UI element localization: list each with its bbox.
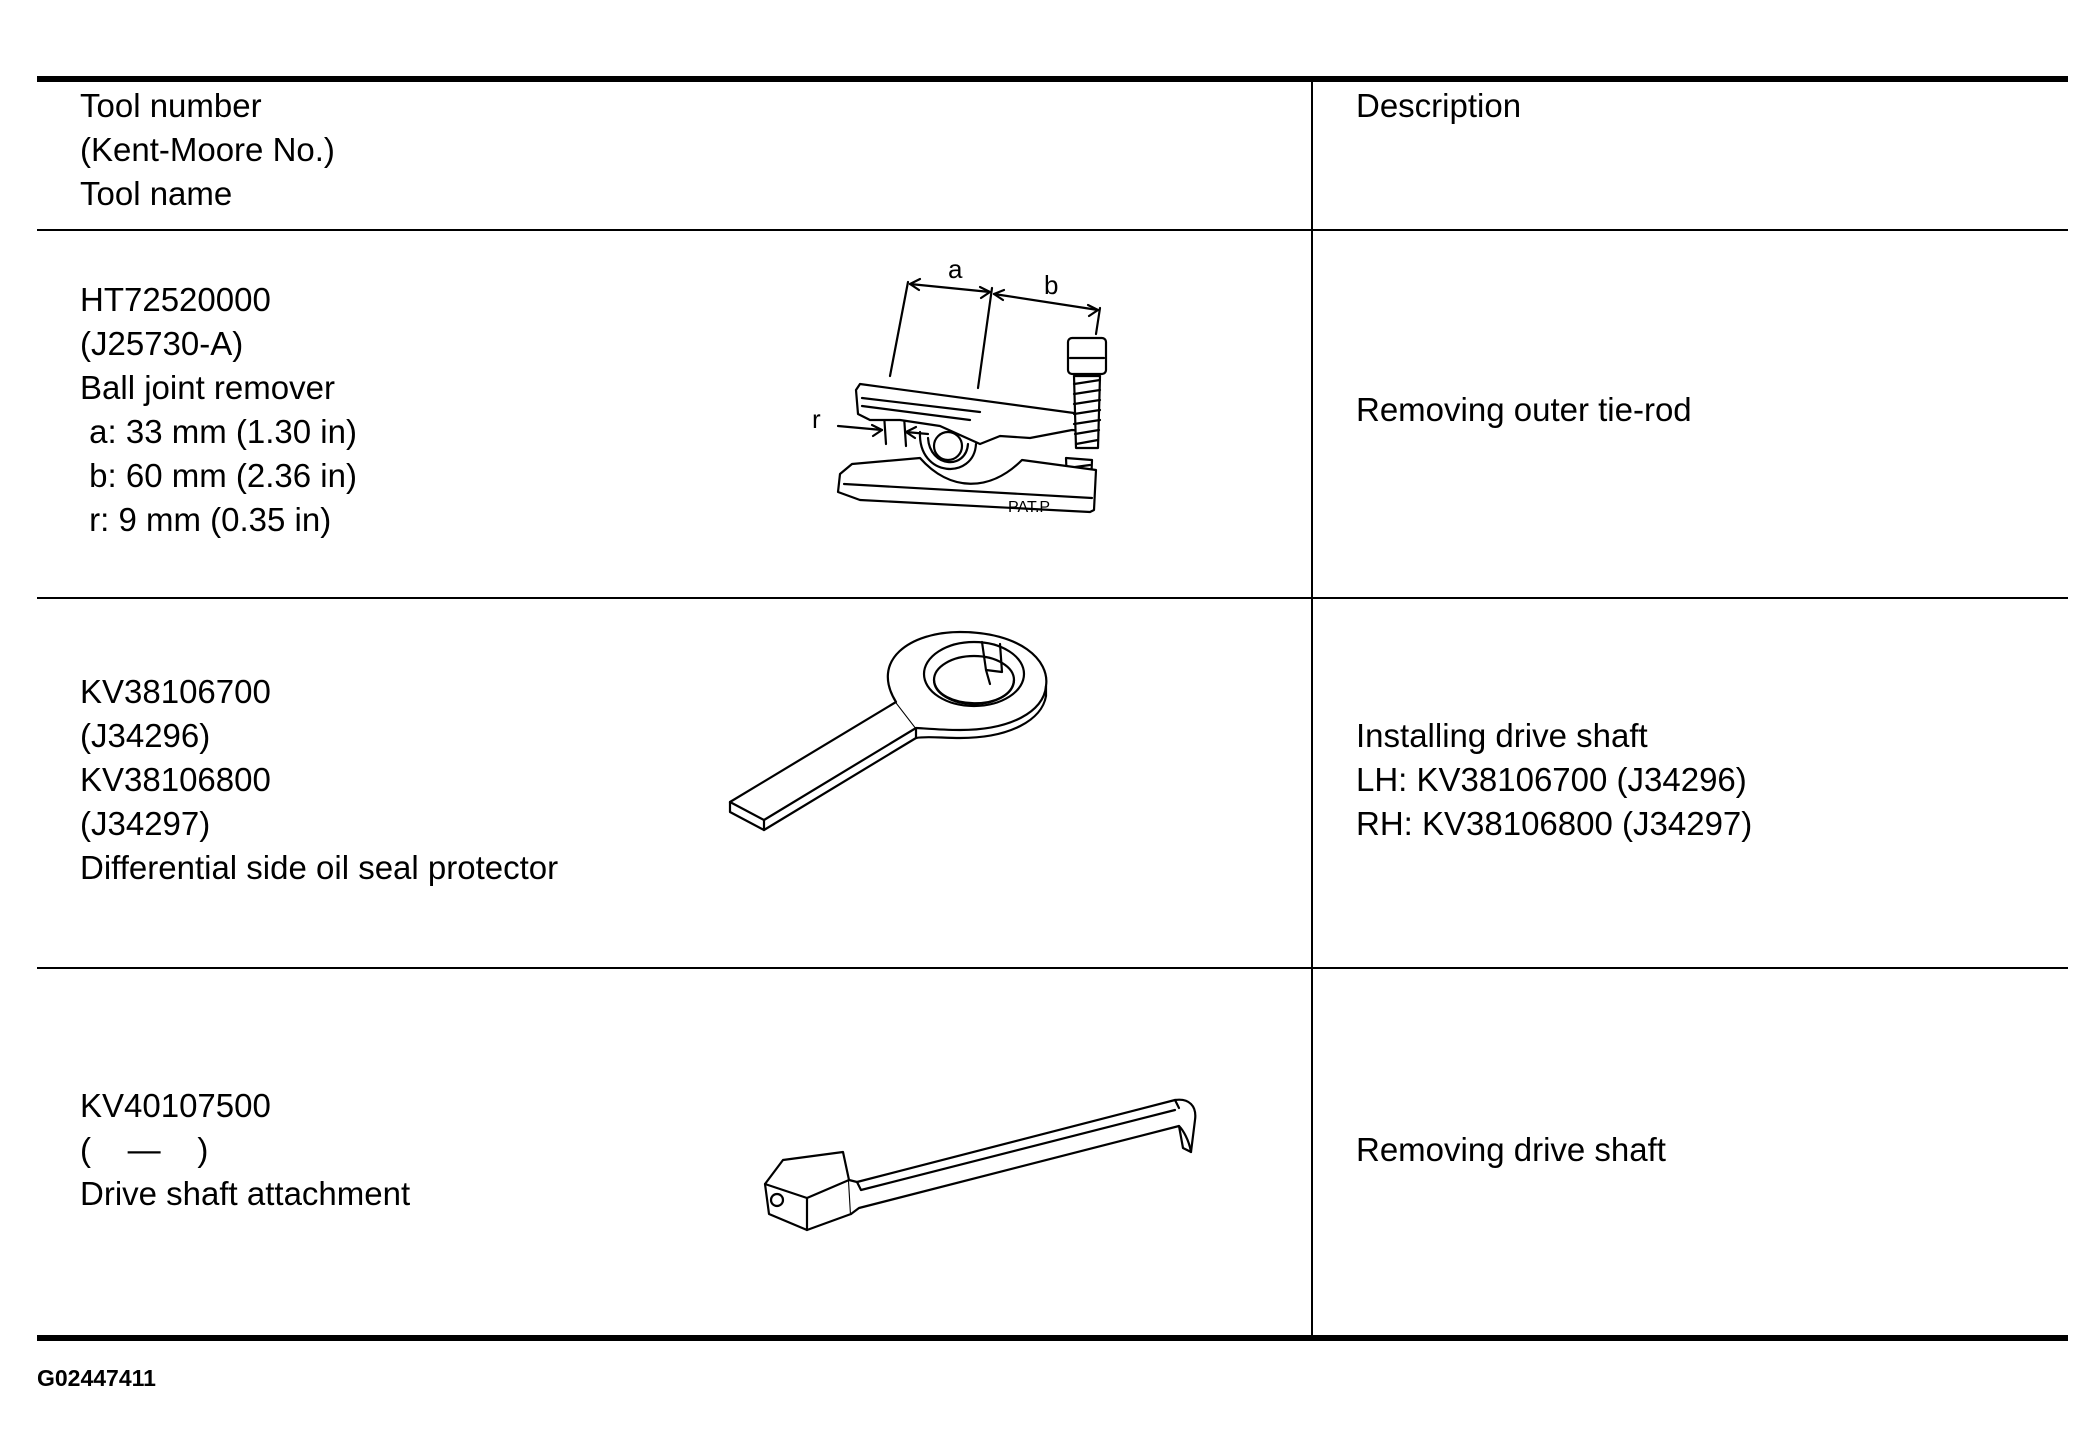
label-a: a xyxy=(948,254,963,284)
tool-number: HT72520000 xyxy=(80,281,271,318)
description-line: Installing drive shaft xyxy=(1356,717,1648,754)
tool-number: KV40107500 xyxy=(80,1087,271,1124)
header-tool-column: Tool number (Kent-Moore No.) Tool name xyxy=(80,84,335,216)
kent-moore-number: ( — ) xyxy=(80,1131,209,1168)
description-line: Removing outer tie-rod xyxy=(1356,391,1692,428)
header-tool-number: Tool number xyxy=(80,87,262,124)
tool-number: KV38106700 xyxy=(80,673,271,710)
ball-joint-remover-icon: a b r PAT.P xyxy=(800,248,1160,548)
tool-number: KV38106800 xyxy=(80,761,271,798)
description-line: Removing drive shaft xyxy=(1356,1131,1666,1168)
row-divider xyxy=(37,597,2068,599)
oil-seal-protector-icon xyxy=(720,620,1060,840)
row-divider xyxy=(37,967,2068,969)
table-bottom-border xyxy=(37,1335,2068,1341)
dimension-r: r: 9 mm (0.35 in) xyxy=(80,501,332,538)
table-row-ball-joint-remover: HT72520000 (J25730-A) Ball joint remover… xyxy=(80,278,357,542)
table-top-border xyxy=(37,76,2068,82)
table-row-oil-seal-protector: KV38106700 (J34296) KV38106800 (J34297) … xyxy=(80,670,558,890)
label-b: b xyxy=(1044,270,1058,300)
label-stamp: PAT.P xyxy=(1008,499,1050,516)
column-divider xyxy=(1311,80,1313,1337)
dimension-b: b: 60 mm (2.36 in) xyxy=(80,457,357,494)
tool-name: Drive shaft attachment xyxy=(80,1175,411,1212)
kent-moore-number: (J34297) xyxy=(80,805,211,842)
kent-moore-number: (J25730-A) xyxy=(80,325,244,362)
header-kent-moore: (Kent-Moore No.) xyxy=(80,131,335,168)
description-ball-joint-remover: Removing outer tie-rod xyxy=(1356,388,1692,432)
kent-moore-number: (J34296) xyxy=(80,717,211,754)
label-r: r xyxy=(812,404,821,434)
header-description: Description xyxy=(1356,87,1522,124)
description-oil-seal-protector: Installing drive shaft LH: KV38106700 (J… xyxy=(1356,714,1752,846)
header-tool-name: Tool name xyxy=(80,175,233,212)
drive-shaft-attachment-icon xyxy=(755,1090,1235,1240)
tool-name: Ball joint remover xyxy=(80,369,335,406)
description-line: RH: KV38106800 (J34297) xyxy=(1356,805,1753,842)
figure-id: G02447411 xyxy=(37,1365,156,1391)
table-row-drive-shaft-attachment: KV40107500 ( — ) Drive shaft attachment xyxy=(80,1084,410,1216)
header-divider xyxy=(37,229,2068,231)
dimension-a: a: 33 mm (1.30 in) xyxy=(80,413,357,450)
description-line: LH: KV38106700 (J34296) xyxy=(1356,761,1747,798)
tool-name: Differential side oil seal protector xyxy=(80,849,559,886)
description-drive-shaft-attachment: Removing drive shaft xyxy=(1356,1128,1666,1172)
header-description-column: Description xyxy=(1356,84,1521,128)
